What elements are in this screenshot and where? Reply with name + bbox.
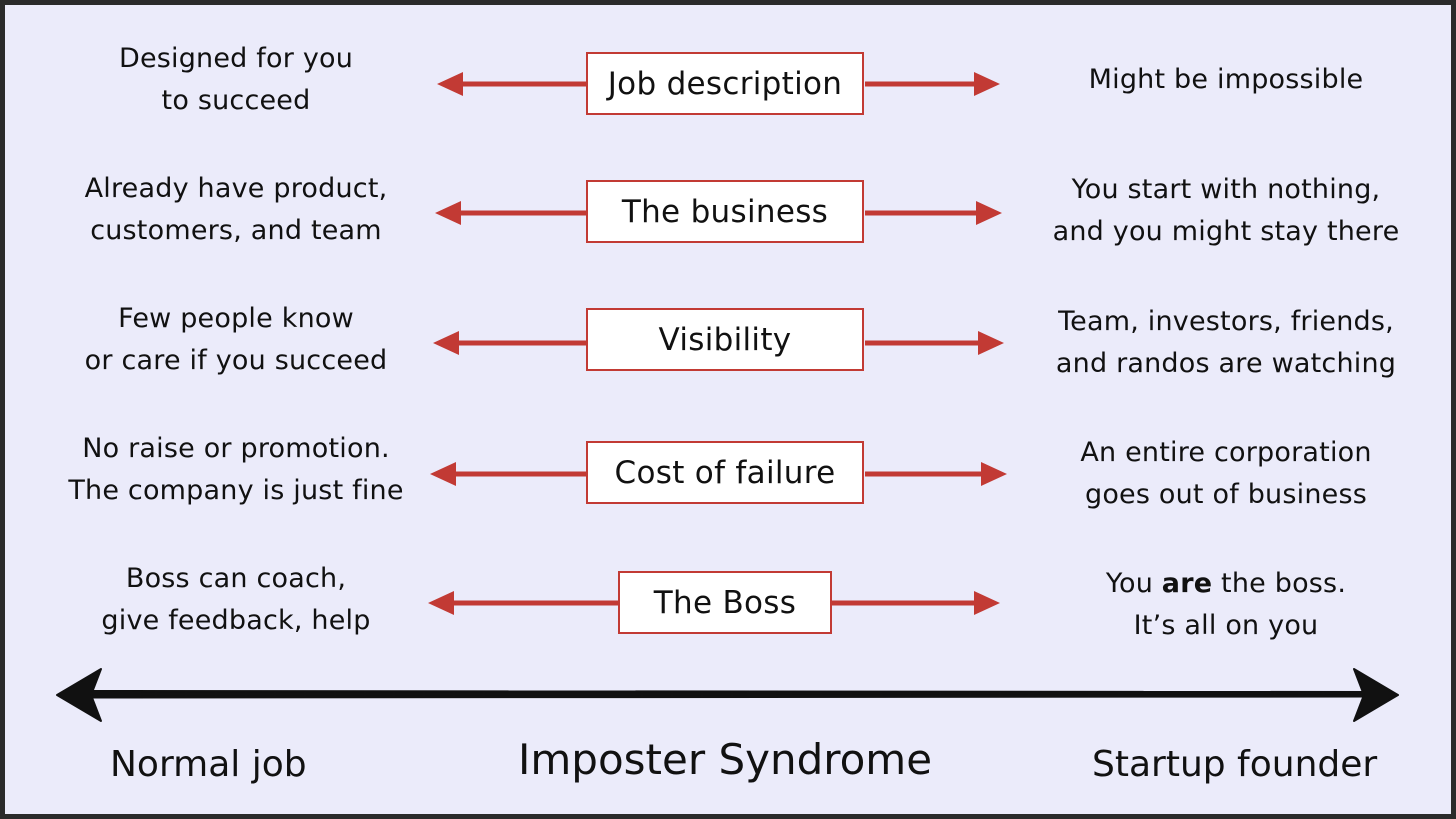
arrows-layer (56, 72, 1399, 722)
axis-title: Imposter Syndrome (518, 735, 933, 784)
row-3-right-text: Team, investors, friends, and randos are… (1055, 306, 1397, 379)
row-5-left-arrowhead (428, 591, 454, 615)
spectrum-axis-arrow (56, 668, 1399, 722)
row-5-right-text-end: the boss. It’s all on you (1133, 568, 1347, 641)
row-1-right-arrowhead (974, 72, 1000, 96)
row-2-left-arrowhead (435, 201, 461, 225)
row-4-label-box: Cost of failure (586, 441, 864, 504)
row-1-left-text: Designed for you to succeed (118, 43, 354, 116)
row-1-right-text: Might be impossible (1088, 64, 1364, 95)
row-4-right-text: An entire corporation goes out of busine… (1080, 437, 1372, 510)
row-4-left-text: No raise or promotion. The company is ju… (68, 433, 404, 506)
row-3-left-arrowhead (433, 331, 459, 355)
axis-left-label: Normal job (110, 744, 307, 785)
row-5-right-text-start: You (1105, 568, 1162, 599)
row-4-right-arrowhead (981, 462, 1007, 486)
row-2-right-text: You start with nothing, and you might st… (1052, 174, 1400, 247)
row-4-left-arrowhead (430, 462, 456, 486)
axis-right-arrowhead (1353, 668, 1399, 722)
row-5-right-arrowhead (974, 591, 1000, 615)
row-2-right-arrowhead (976, 201, 1002, 225)
row-3-right-arrowhead (978, 331, 1004, 355)
row-5-label-box: The Boss (618, 571, 832, 634)
row-3-left-text: Few people know or care if you succeed (84, 303, 388, 376)
axis-right-label: Startup founder (1092, 744, 1378, 785)
row-3-label-box: Visibility (586, 308, 864, 371)
row-2-label-box: The business (586, 180, 864, 243)
row-5-right-text: You are the boss. It’s all on you (1016, 563, 1436, 647)
row-2-left-text: Already have product, customers, and tea… (84, 173, 388, 246)
row-1-left-arrowhead (437, 72, 463, 96)
row-1-label-box: Job description (586, 52, 864, 115)
row-5-left-text: Boss can coach, give feedback, help (101, 563, 371, 636)
row-5-right-text-emphasis: are (1161, 568, 1213, 599)
axis-left-arrowhead (56, 668, 102, 722)
